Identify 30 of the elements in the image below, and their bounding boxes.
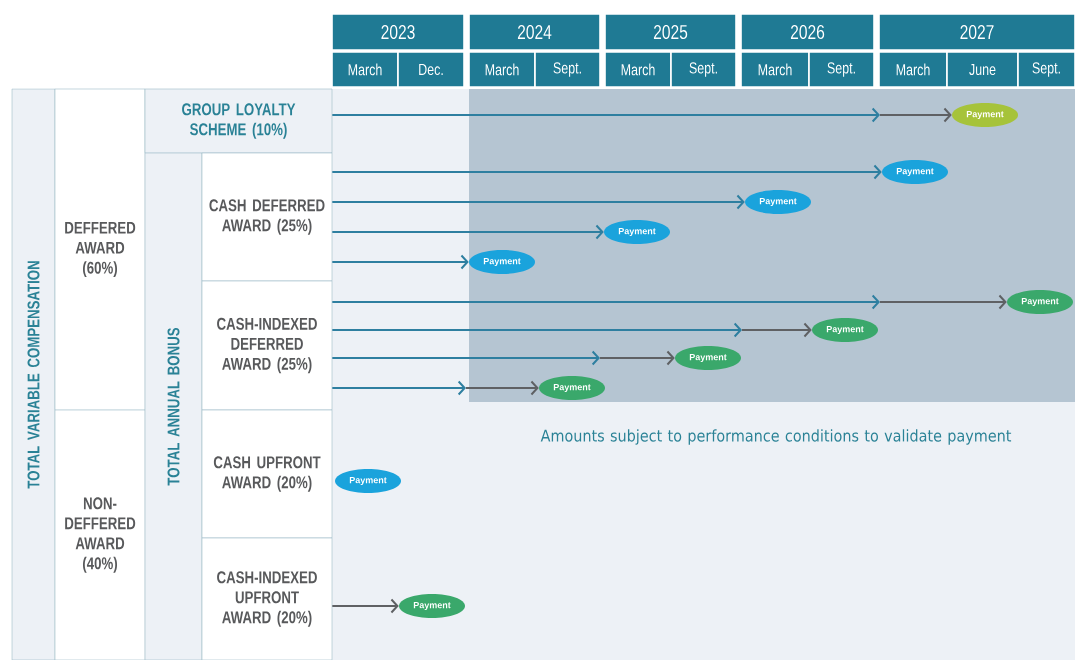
month-header-cell: Sept. bbox=[1017, 51, 1075, 88]
row-header-cell: CASH UPFRONT AWARD (20%) bbox=[201, 409, 333, 539]
arrow bbox=[332, 107, 952, 123]
row-header-cell: DEFFERED AWARD (60%) bbox=[54, 88, 146, 411]
arrow bbox=[332, 294, 1007, 310]
arrow bbox=[332, 194, 745, 210]
row-header-cell: CASH-INDEXED DEFERRED AWARD (25%) bbox=[201, 280, 333, 411]
row-header-cell: CASH-INDEXED UPFRONT AWARD (20%) bbox=[201, 537, 333, 660]
arrow bbox=[332, 350, 675, 366]
row-header-cell: NON-DEFFERED AWARD (40%) bbox=[54, 409, 146, 660]
month-header-cell: Sept. bbox=[670, 51, 737, 88]
row-group-band: TOTAL VARIABLE COMPENSATION bbox=[11, 88, 56, 660]
month-header-cell: Sept. bbox=[534, 51, 601, 88]
row-header-cell: CASH DEFERRED AWARD (25%) bbox=[201, 152, 333, 282]
arrow bbox=[332, 164, 882, 180]
note-text: Amounts subject to performance conditions to validate payment bbox=[540, 429, 1012, 445]
arrow bbox=[332, 380, 539, 396]
month-header-cell: March bbox=[740, 51, 810, 88]
arrow bbox=[332, 254, 469, 270]
month-header-cell: March bbox=[331, 51, 399, 88]
month-header-cell: June bbox=[946, 51, 1019, 88]
arrow bbox=[332, 322, 812, 338]
month-header-cell: March bbox=[604, 51, 672, 88]
arrow bbox=[332, 598, 399, 614]
month-header-cell: Sept. bbox=[808, 51, 875, 88]
arrow bbox=[332, 224, 604, 240]
month-header-cell: March bbox=[878, 51, 948, 88]
month-header-cell: March bbox=[468, 51, 536, 88]
row-header-cell: GROUP LOYALTY SCHEME (10%) bbox=[144, 88, 333, 154]
month-header-cell: Dec. bbox=[397, 51, 465, 88]
